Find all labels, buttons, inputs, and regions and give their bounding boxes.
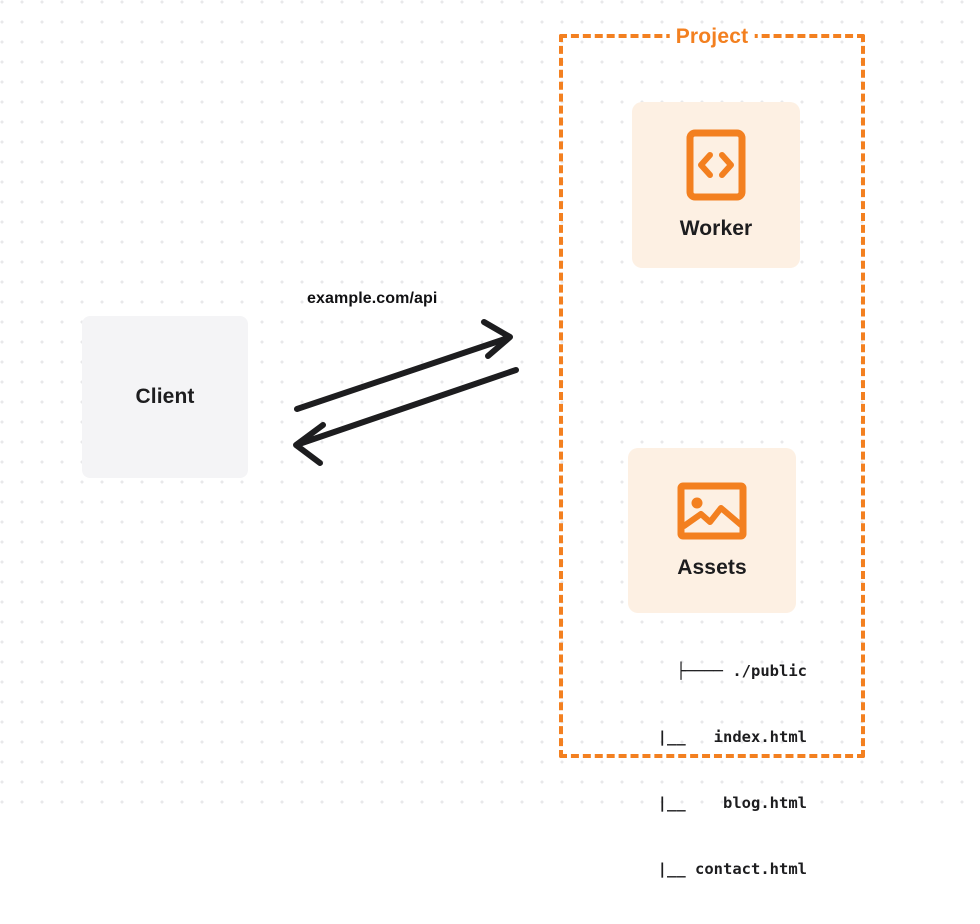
image-picture-icon	[677, 482, 747, 540]
code-brackets-icon	[686, 129, 746, 201]
node-client[interactable]: Client	[82, 316, 248, 478]
arrow-response	[293, 367, 519, 466]
node-assets[interactable]: Assets	[628, 448, 796, 613]
diagram-canvas: Client example.com/api Project	[0, 0, 980, 878]
tree-row-index-html: |__ index.html	[620, 728, 807, 746]
project-group-title: Project	[669, 25, 755, 49]
node-assets-label: Assets	[677, 555, 747, 579]
project-group-boundary: Project	[559, 25, 865, 758]
tree-row-blog-html: |__ blog.html	[620, 794, 807, 812]
node-worker-label: Worker	[679, 217, 753, 240]
node-worker[interactable]: Worker	[632, 102, 800, 268]
tree-row-public: ├──── ./public	[676, 662, 807, 680]
arrow-request	[294, 319, 513, 412]
tree-row-contact-html: |__ contact.html	[620, 860, 807, 878]
assets-file-tree: ├──── ./public |__ index.html |__ blog.h…	[607, 616, 807, 924]
connector-label: example.com/api	[307, 290, 438, 307]
node-client-label: Client	[135, 385, 195, 408]
connector-client-project	[270, 275, 535, 475]
